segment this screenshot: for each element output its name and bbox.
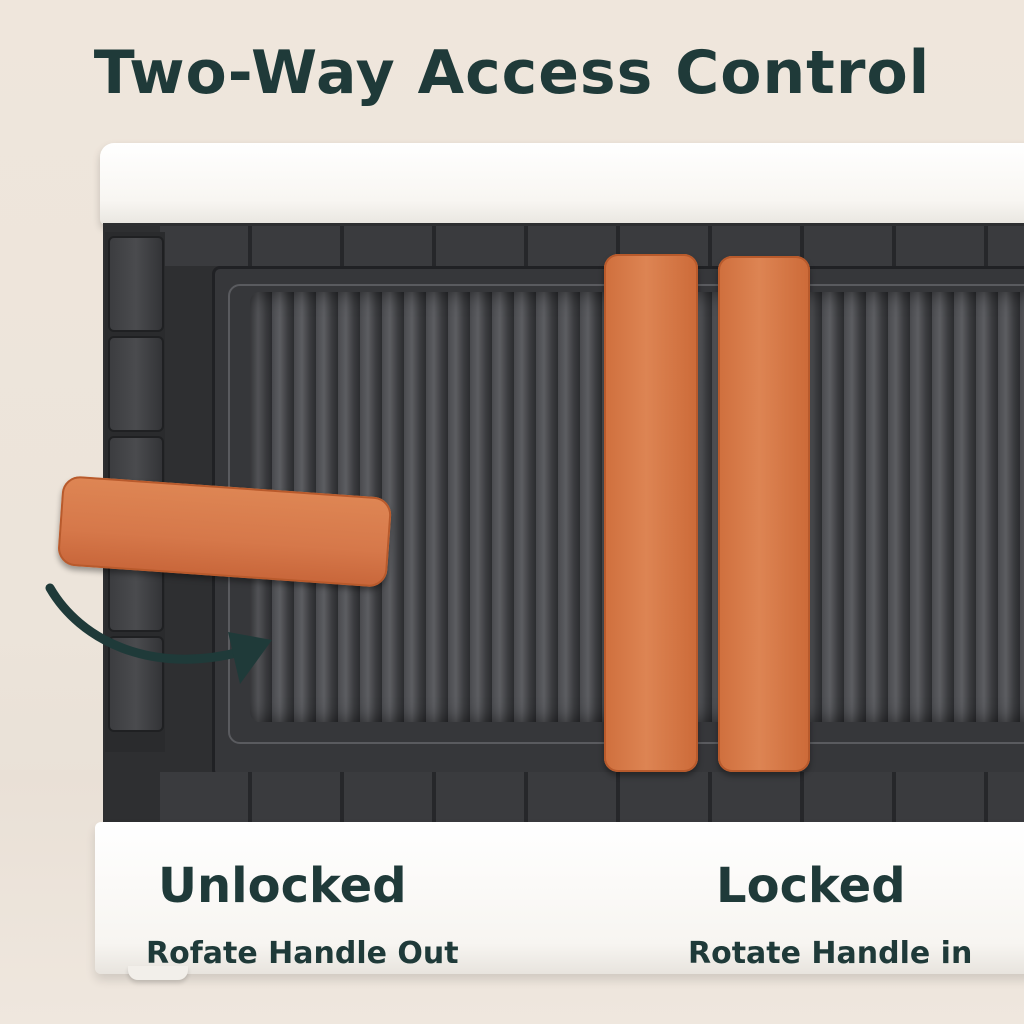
hinge-segment (108, 236, 164, 332)
locked-handle-left (604, 254, 698, 772)
locked-instruction: Rotate Handle in (688, 936, 973, 971)
hinge-segment (108, 336, 164, 432)
box-foot (128, 966, 188, 980)
locked-handle-right (718, 256, 810, 772)
box-lid (100, 143, 1024, 225)
curved-arrow-icon (45, 583, 272, 684)
box-base (95, 822, 1024, 974)
unlocked-instruction: Rofate Handle Out (146, 936, 459, 971)
box-top-rail (160, 226, 1024, 266)
box-bottom-rail (160, 772, 1024, 822)
page-title: Two-Way Access Control (93, 38, 931, 108)
unlocked-label: Unlocked (158, 858, 407, 914)
locked-label: Locked (716, 858, 906, 914)
